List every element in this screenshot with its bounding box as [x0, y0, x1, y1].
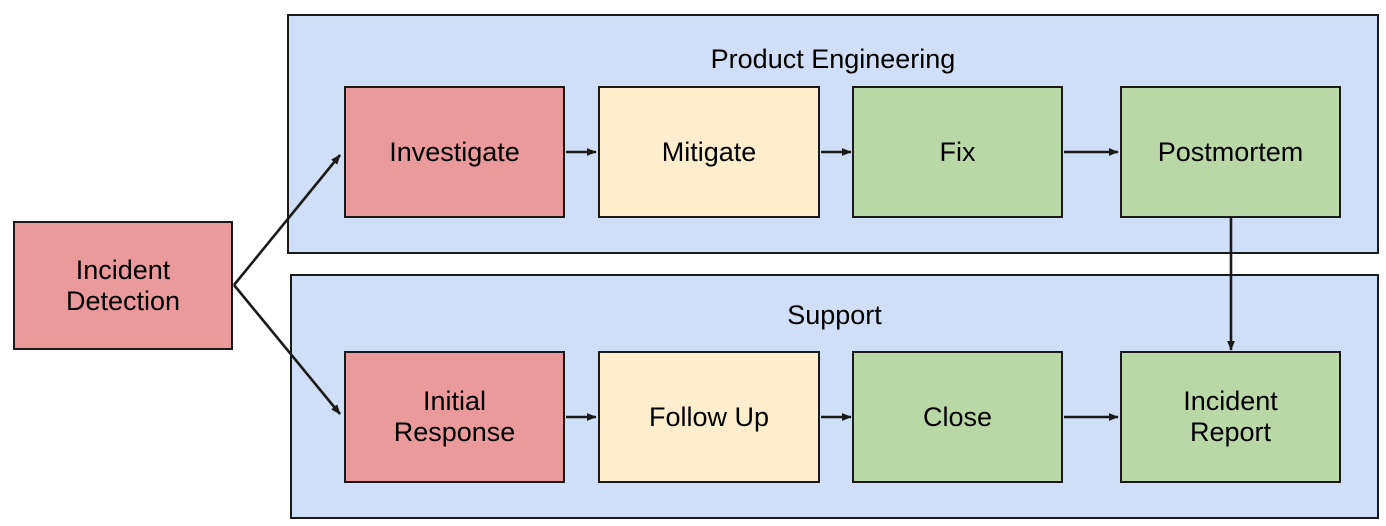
node-fix[interactable]: Fix: [852, 86, 1063, 218]
node-mitigate[interactable]: Mitigate: [598, 86, 820, 218]
swimlane-title-product-engineering: Product Engineering: [710, 44, 956, 74]
node-label-postmortem: Postmortem: [1157, 136, 1304, 167]
node-label-mitigate: Mitigate: [661, 136, 757, 167]
node-label-fix: Fix: [939, 136, 976, 167]
node-label-close: Close: [922, 401, 993, 432]
node-postmortem[interactable]: Postmortem: [1120, 86, 1341, 218]
node-initial-response[interactable]: Initial Response: [344, 351, 565, 483]
node-label-incident-detection: Incident Detection: [65, 254, 181, 316]
node-label-follow-up: Follow Up: [648, 401, 770, 432]
node-label-initial-response: Initial Response: [393, 386, 516, 447]
node-incident-report[interactable]: Incident Report: [1120, 351, 1341, 483]
node-investigate[interactable]: Investigate: [344, 86, 565, 218]
node-incident-detection[interactable]: Incident Detection: [13, 221, 233, 350]
swimlane-title-support: Support: [787, 300, 882, 330]
node-close[interactable]: Close: [852, 351, 1063, 483]
node-follow-up[interactable]: Follow Up: [598, 351, 820, 483]
node-label-incident-report: Incident Report: [1183, 386, 1278, 447]
node-label-investigate: Investigate: [389, 136, 520, 167]
